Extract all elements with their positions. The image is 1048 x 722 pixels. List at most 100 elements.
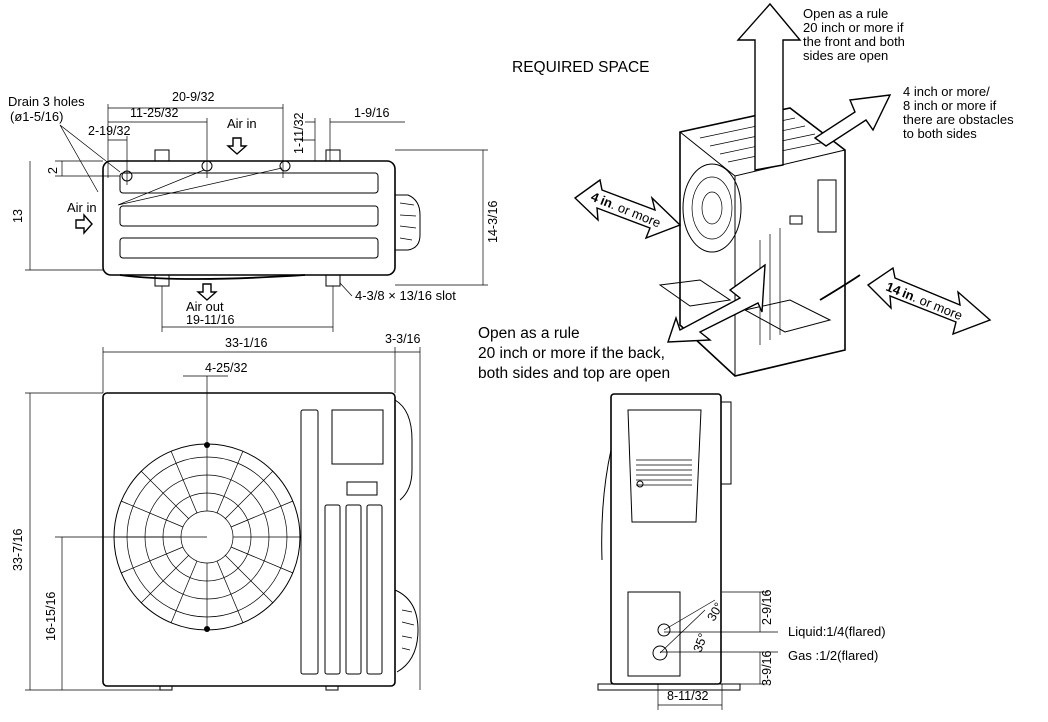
side-view-back-rail: [720, 401, 732, 485]
top-view-unit-outline: [102, 160, 396, 276]
air-in-top-label: Air in: [227, 116, 257, 131]
front-louver-1: [300, 409, 319, 675]
side-view-grille-panel: [627, 409, 702, 523]
valve-angle-lines: [659, 599, 716, 654]
space-arrow-left: [573, 178, 682, 240]
dim-line-2-19-32: [108, 136, 128, 185]
right-note-line1: 4 inch or more/: [903, 84, 990, 99]
dim-line-14-3-16: [395, 149, 488, 286]
right-arrow-value: 14: [884, 279, 904, 299]
iso-base-pads: [658, 279, 832, 333]
space-arrow-right-top: [813, 94, 892, 147]
iso-side-panel: [817, 179, 837, 233]
top-view-valve-detail: [399, 202, 417, 241]
front-foot-right: [325, 685, 339, 691]
iso-handle: [789, 215, 803, 225]
gas-valve: [652, 645, 668, 661]
front-louver-3: [345, 504, 362, 675]
space-arrow-top: [736, 2, 802, 171]
front-view-valve-detail: [401, 609, 415, 651]
dim-3-9-16: 3-9/16: [760, 651, 774, 686]
front-view-valve-cover: [394, 589, 419, 673]
drain-leader-lines: [59, 124, 283, 206]
iso-pipe: [819, 274, 861, 301]
dim-2-19-32: 2-19/32: [88, 124, 130, 138]
back-note-line1: Open as a rule: [478, 325, 580, 342]
top-note-line2: 20 inch or more if: [803, 20, 904, 35]
side-view-fan-edge: [601, 449, 612, 561]
angle-35: 35°: [691, 631, 711, 654]
drain-label-line2: (ø1-5/16): [10, 109, 63, 124]
dim-line-3-3-16: [395, 347, 421, 690]
iso-fan-ring-2: [701, 191, 723, 225]
front-view-unit-outline: [102, 392, 396, 687]
slot-label: 4-3/8 × 13/16 slot: [355, 288, 456, 303]
dim-line-20-9-32: [107, 104, 284, 178]
dim-4-25-32: 4-25/32: [205, 361, 247, 375]
dim-8-11-32: 8-11/32: [667, 689, 709, 703]
top-view-slat-1: [119, 172, 379, 194]
liquid-valve: [657, 623, 671, 637]
dim-11-25-32: 11-25/32: [130, 106, 178, 120]
gas-label: Gas :1/2(flared): [788, 648, 878, 663]
top-view-foot-tr: [325, 149, 341, 162]
back-note-line2: 20 inch or more if the back,: [478, 345, 665, 362]
dim-2-9-16: 2-9/16: [760, 590, 774, 625]
dim-line-33-1-16: [102, 347, 396, 393]
air-in-top-arrow-icon: [226, 137, 248, 155]
fan-guard-spokes: [114, 444, 300, 630]
dim-line-33-7-16: [25, 392, 160, 691]
liquid-label: Liquid:1/4(flared): [788, 624, 886, 639]
dim-line-4-25-32: [183, 375, 228, 445]
right-arrow-suffix: . or more: [911, 290, 965, 323]
slot-leader: [339, 282, 353, 297]
right-note-line2: 8 inch or more if: [903, 98, 997, 113]
space-arrow-back: [667, 263, 766, 343]
iso-unit-edges: [679, 131, 846, 376]
dim-line-11-25-32: [108, 118, 208, 178]
dim-16-15-16: 16-15/16: [44, 592, 58, 641]
iso-fan-ring-1: [691, 176, 733, 240]
required-space-title: REQUIRED SPACE: [512, 59, 650, 76]
front-louver-4: [366, 504, 383, 675]
top-view-foot-bl: [154, 274, 170, 287]
dim-33-1-16: 33-1/16: [225, 336, 267, 350]
top-view-foot-tl: [154, 149, 170, 162]
space-arrow-right: [866, 266, 992, 336]
dim-line-2: [55, 160, 120, 177]
dim-2: 2: [46, 167, 60, 174]
side-view-grille-slats: [636, 459, 692, 486]
side-view: 2-9/16 3-9/16 8-11/32 30° 35° Liquid:1/4…: [597, 393, 886, 710]
required-space: REQUIRED SPACE Open as a rule 20 inch or…: [478, 2, 1014, 382]
front-handle: [346, 481, 378, 496]
left-arrow-unit: in: [598, 193, 614, 211]
dim-14-3-16: 14-3/16: [486, 201, 500, 243]
top-view: Drain 3 holes (ø1-5/16) 20-9/32 11-25/32…: [8, 90, 500, 332]
front-view: 33-1/16 3-3/16 4-25/32 33-7/16 16-15/16: [11, 332, 421, 691]
top-view-slat-2: [119, 205, 379, 227]
dim-1-9-16: 1-9/16: [354, 106, 389, 120]
dim-1-11-32: 1-11/32: [292, 112, 306, 154]
top-note-line4: sides are open: [803, 48, 888, 63]
right-note-line3: there are obstacles: [903, 112, 1014, 127]
dim-20-9-32: 20-9/32: [172, 90, 214, 104]
side-view-valve-panel: [627, 591, 681, 677]
dim-19-11-16: 19-11/16: [186, 313, 234, 327]
drain-label-line1: Drain 3 holes: [8, 94, 85, 109]
top-note-line1: Open as a rule: [803, 6, 888, 21]
dim-13: 13: [11, 209, 25, 223]
dim-33-7-16: 33-7/16: [11, 529, 25, 571]
side-view-screw: [636, 480, 644, 488]
air-in-left-arrow-icon: [75, 213, 93, 235]
drain-hole-3: [279, 160, 291, 172]
dim-3-3-16: 3-3/16: [385, 332, 420, 346]
top-view-slat-3: [119, 237, 379, 259]
right-arrow-label: 14in. or more: [884, 279, 965, 323]
front-view-side-bulge: [394, 399, 413, 501]
dim-line-1-9-16: [329, 118, 405, 161]
right-note-line4: to both sides: [903, 126, 977, 141]
dim-line-8-11-32: [657, 684, 723, 710]
dim-line-2-9-16: [664, 591, 778, 633]
